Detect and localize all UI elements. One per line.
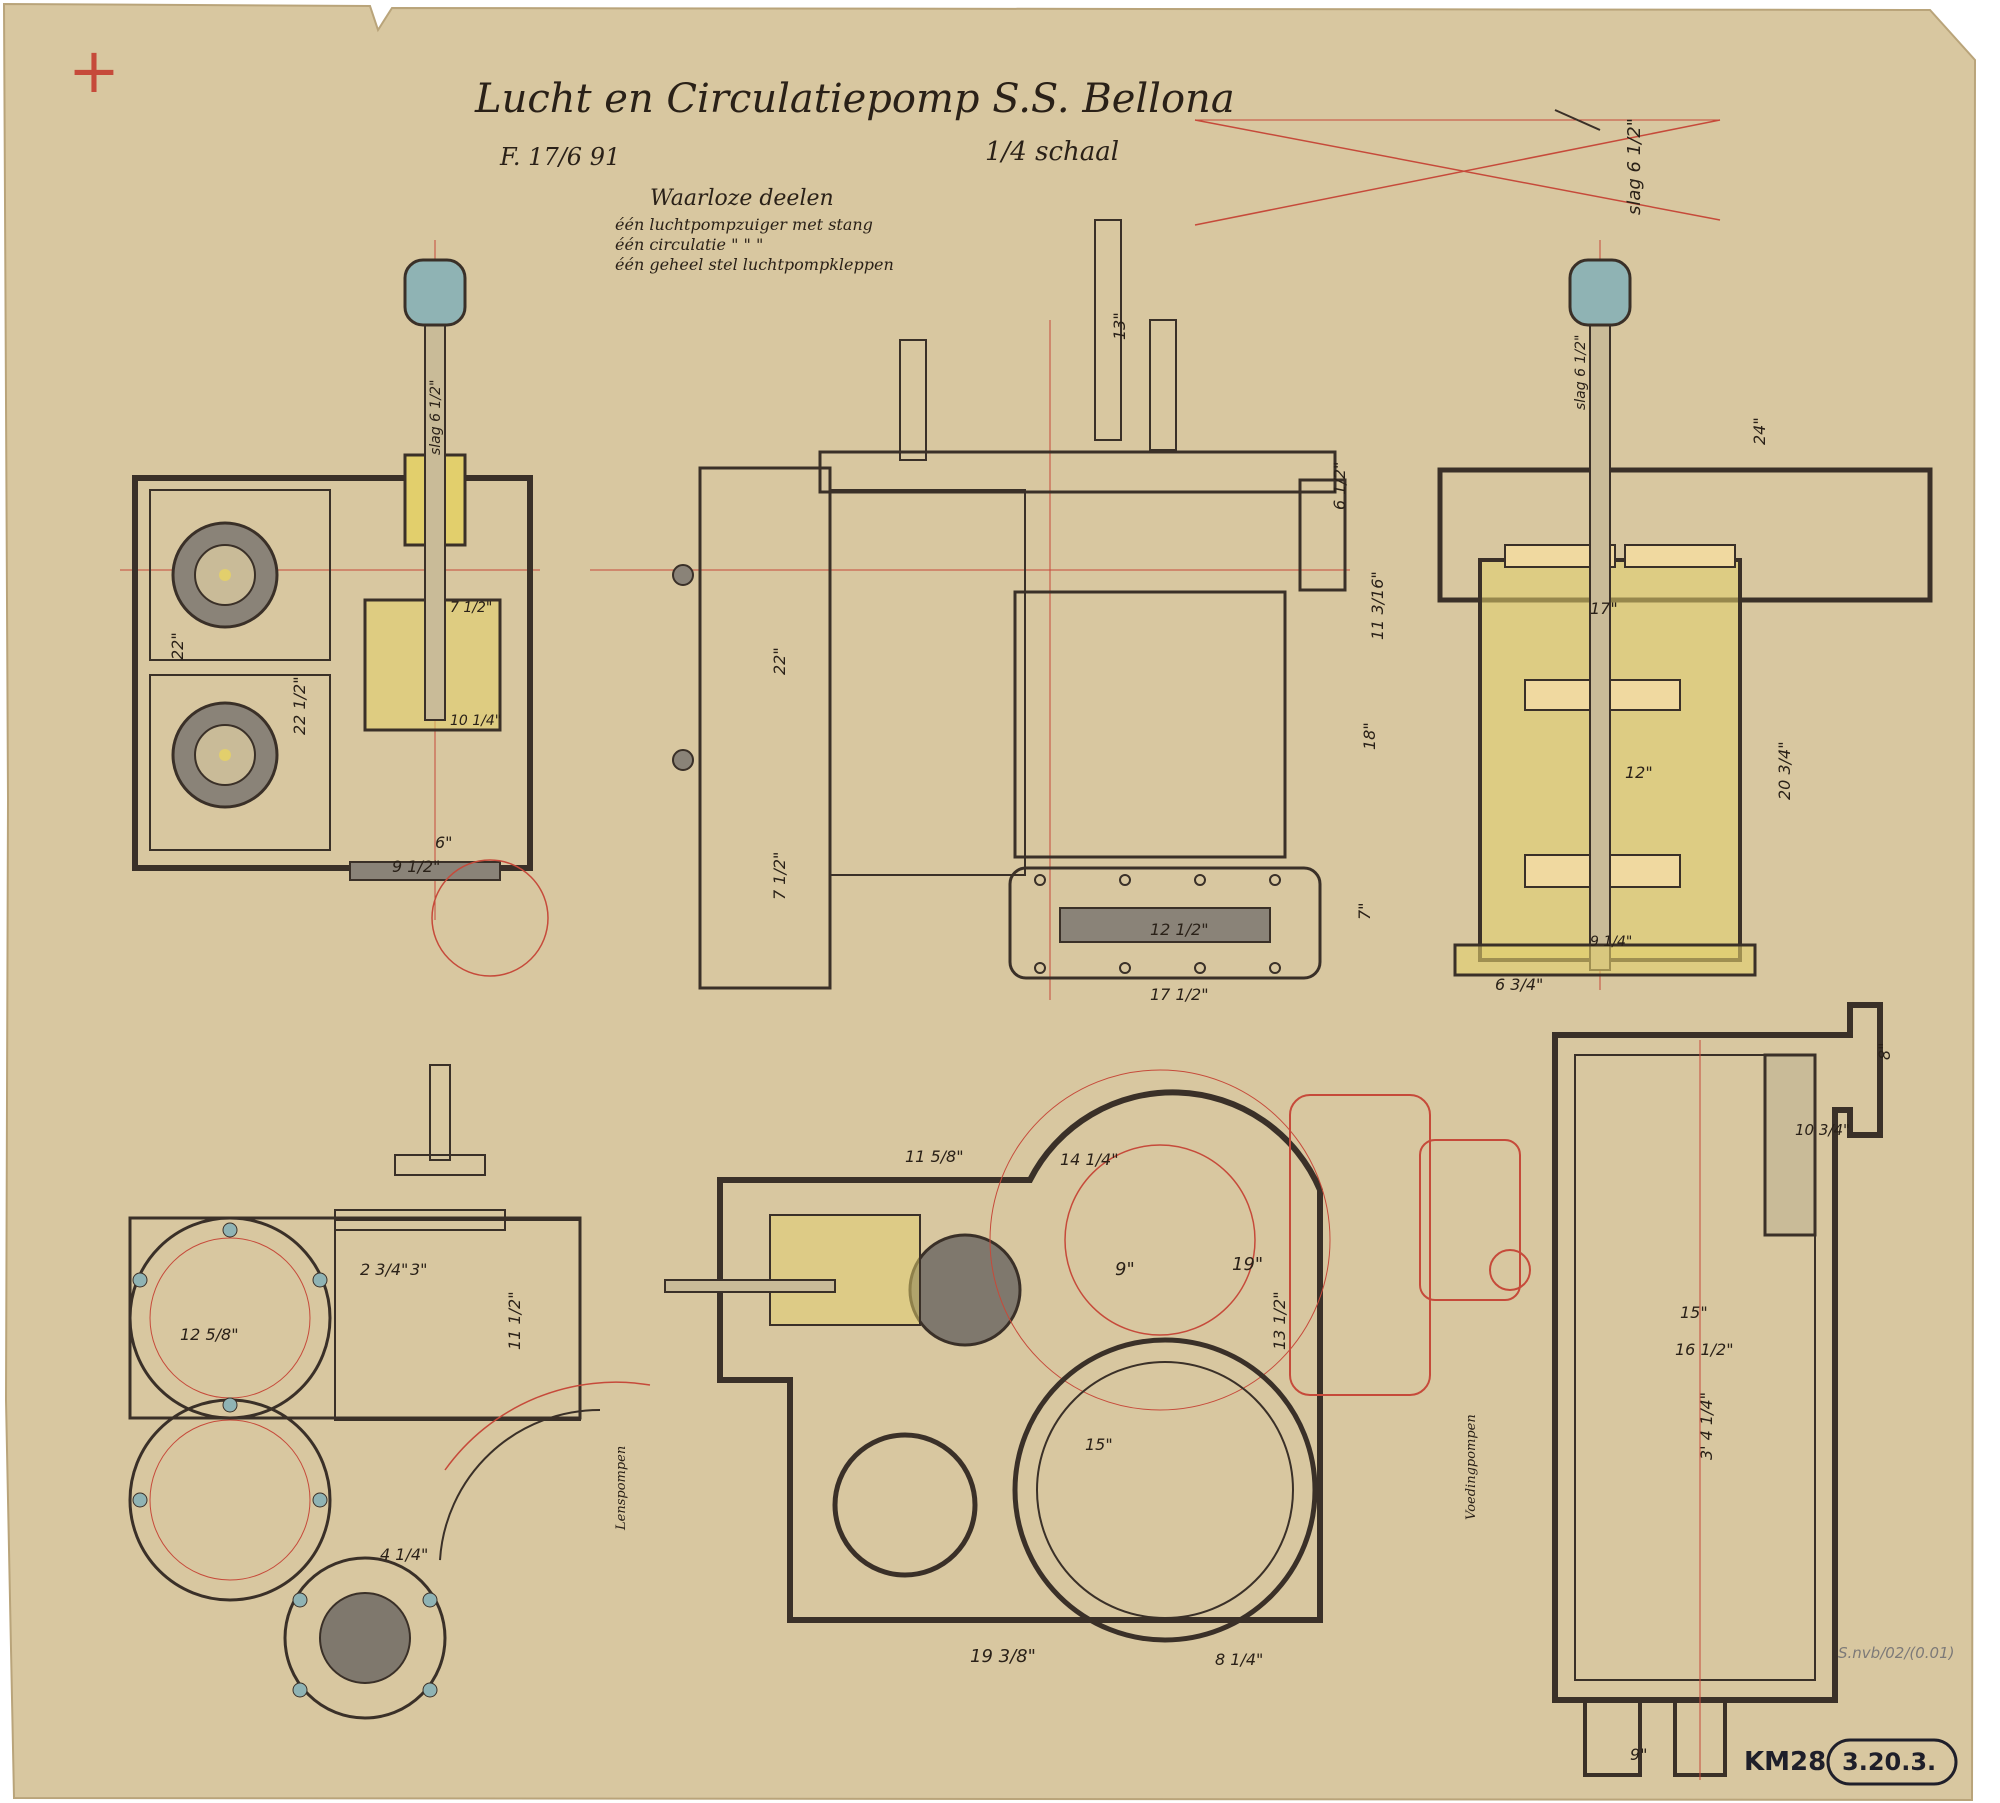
dim-24: 24" — [1750, 417, 1769, 445]
pipe-grey-wash — [319, 1592, 411, 1684]
dim-8: 8" — [1875, 1042, 1894, 1060]
dim-11-5-8: 11 5/8" — [905, 1147, 964, 1166]
notes-line-1: één luchtpompzuiger met stang — [615, 215, 873, 234]
dim-10-q: 10 1/4" — [450, 713, 501, 729]
stamp-number: 3.20.3. — [1842, 1748, 1936, 1776]
dim-9-f: 9" — [1630, 1745, 1648, 1764]
view-end-elevation-top-left: 22" 22 1/2" 6" 9 1/2" 7 1/2" 10 1/4" sla… — [120, 240, 549, 977]
notes-line-3: één geheel stel luchtpompkleppen — [615, 255, 894, 274]
dim-4-q: 4 1/4" — [380, 1545, 428, 1564]
view-section-top-right: slag 6 1/2" 24" 17" 12" 20 3/4" 6 3/4" 9… — [1437, 240, 1933, 994]
dim-22-half: 22 1/2" — [290, 676, 309, 735]
dim-15: 15" — [1085, 1435, 1113, 1454]
corner-mark: + — [68, 34, 120, 107]
port-grey-wash — [1059, 907, 1271, 943]
drawing-title: Lucht en Circulatiepomp S.S. Bellona — [474, 76, 1235, 122]
dim-20-3-4: 20 3/4" — [1775, 741, 1794, 800]
view-section-bottom-center: 11 5/8" 14 1/4" 9" 19" 13 1/2" 15" 19 3/… — [614, 1069, 1531, 1669]
scale-note: 1/4 schaal — [985, 137, 1119, 167]
feed-pump-red-outline — [1289, 1094, 1531, 1396]
crosshead-blue-c — [1568, 258, 1632, 327]
dim-9: 9" — [1115, 1259, 1135, 1280]
stroke-label-c: slag 6 1/2" — [1573, 335, 1589, 410]
view-side-elevation-top-center: 22" 7 1/2" 13" 6 1/2" 11 3/16" 18" 7" 12… — [590, 219, 1387, 1004]
dim-3: 3" — [410, 1260, 428, 1279]
dim-14-q: 14 1/4" — [1060, 1150, 1119, 1169]
dim-3-4-q: 3' 4 1/4" — [1697, 1392, 1716, 1460]
dim-6: 6" — [435, 833, 453, 852]
dim-22-b: 22" — [770, 647, 789, 675]
dim-7-half-b: 7 1/2" — [770, 852, 789, 900]
dim-18: 18" — [1360, 722, 1379, 750]
stroke-label-a: slag 6 1/2" — [428, 380, 444, 455]
notes-line-2: één circulatie " " " — [615, 235, 763, 254]
dim-9-q: 9 1/4" — [1590, 934, 1632, 950]
dim-17: 17" — [1590, 599, 1618, 618]
dim-7-half: 7 1/2" — [450, 600, 492, 616]
view-tank-bottom-right: 8" 10 3/4" 15" 16 1/2" 3' 4 1/4" 9" — [1552, 1002, 1894, 1780]
dim-10-3-4: 10 3/4" — [1795, 1121, 1850, 1139]
stroke-label-top: slag 6 1/2" — [1624, 118, 1645, 215]
dim-19-3-8: 19 3/8" — [970, 1646, 1036, 1667]
view-plan-bottom-left: 12 5/8" 2 3/4" 3" 11 1/2" 4 1/4" — [128, 1064, 651, 1720]
label-lenspompen: Lenspompen — [614, 1446, 629, 1531]
dim-2-3-4: 2 3/4" — [360, 1260, 408, 1279]
dim-19: 19" — [1232, 1254, 1263, 1275]
dim-6-3-4: 6 3/4" — [1495, 975, 1543, 994]
dim-13-half: 13 1/2" — [1270, 1291, 1289, 1350]
dim-12-5-8: 12 5/8" — [180, 1325, 239, 1344]
pencil-note: S.nvb/02/(0.01) — [1838, 1644, 1955, 1662]
stamp-code: KM28 — [1744, 1747, 1826, 1777]
dim-16-half: 16 1/2" — [1675, 1340, 1734, 1359]
notes-heading: Waarloze deelen — [650, 186, 834, 211]
dim-17-half: 17 1/2" — [1150, 985, 1209, 1004]
dim-8-q: 8 1/4" — [1215, 1650, 1263, 1669]
dim-13: 13" — [1110, 312, 1129, 340]
dim-11-half: 11 1/2" — [505, 1291, 524, 1350]
crosshead-blue — [403, 258, 467, 327]
dim-15-f: 15" — [1680, 1303, 1708, 1322]
dim-7: 7" — [1355, 902, 1374, 920]
dim-12: 12" — [1625, 763, 1653, 782]
archive-stamp: KM28 3.20.3. — [1744, 1738, 1958, 1786]
dim-22: 22" — [168, 632, 187, 660]
date-note: F. 17/6 91 — [499, 143, 620, 171]
stamp-number-box — [1826, 1738, 1958, 1786]
dim-9-half: 9 1/2" — [392, 857, 440, 876]
dim-6-half: 6 1/2" — [1330, 462, 1349, 510]
dim-12-half: 12 1/2" — [1150, 920, 1209, 939]
construction-lines — [1194, 109, 1721, 226]
dim-11-3-16: 11 3/16" — [1368, 571, 1387, 640]
spare-parts-note: Waarloze deelen één luchtpompzuiger met … — [615, 186, 894, 274]
label-voedingpompen: Voedingpompen — [1464, 1414, 1479, 1520]
